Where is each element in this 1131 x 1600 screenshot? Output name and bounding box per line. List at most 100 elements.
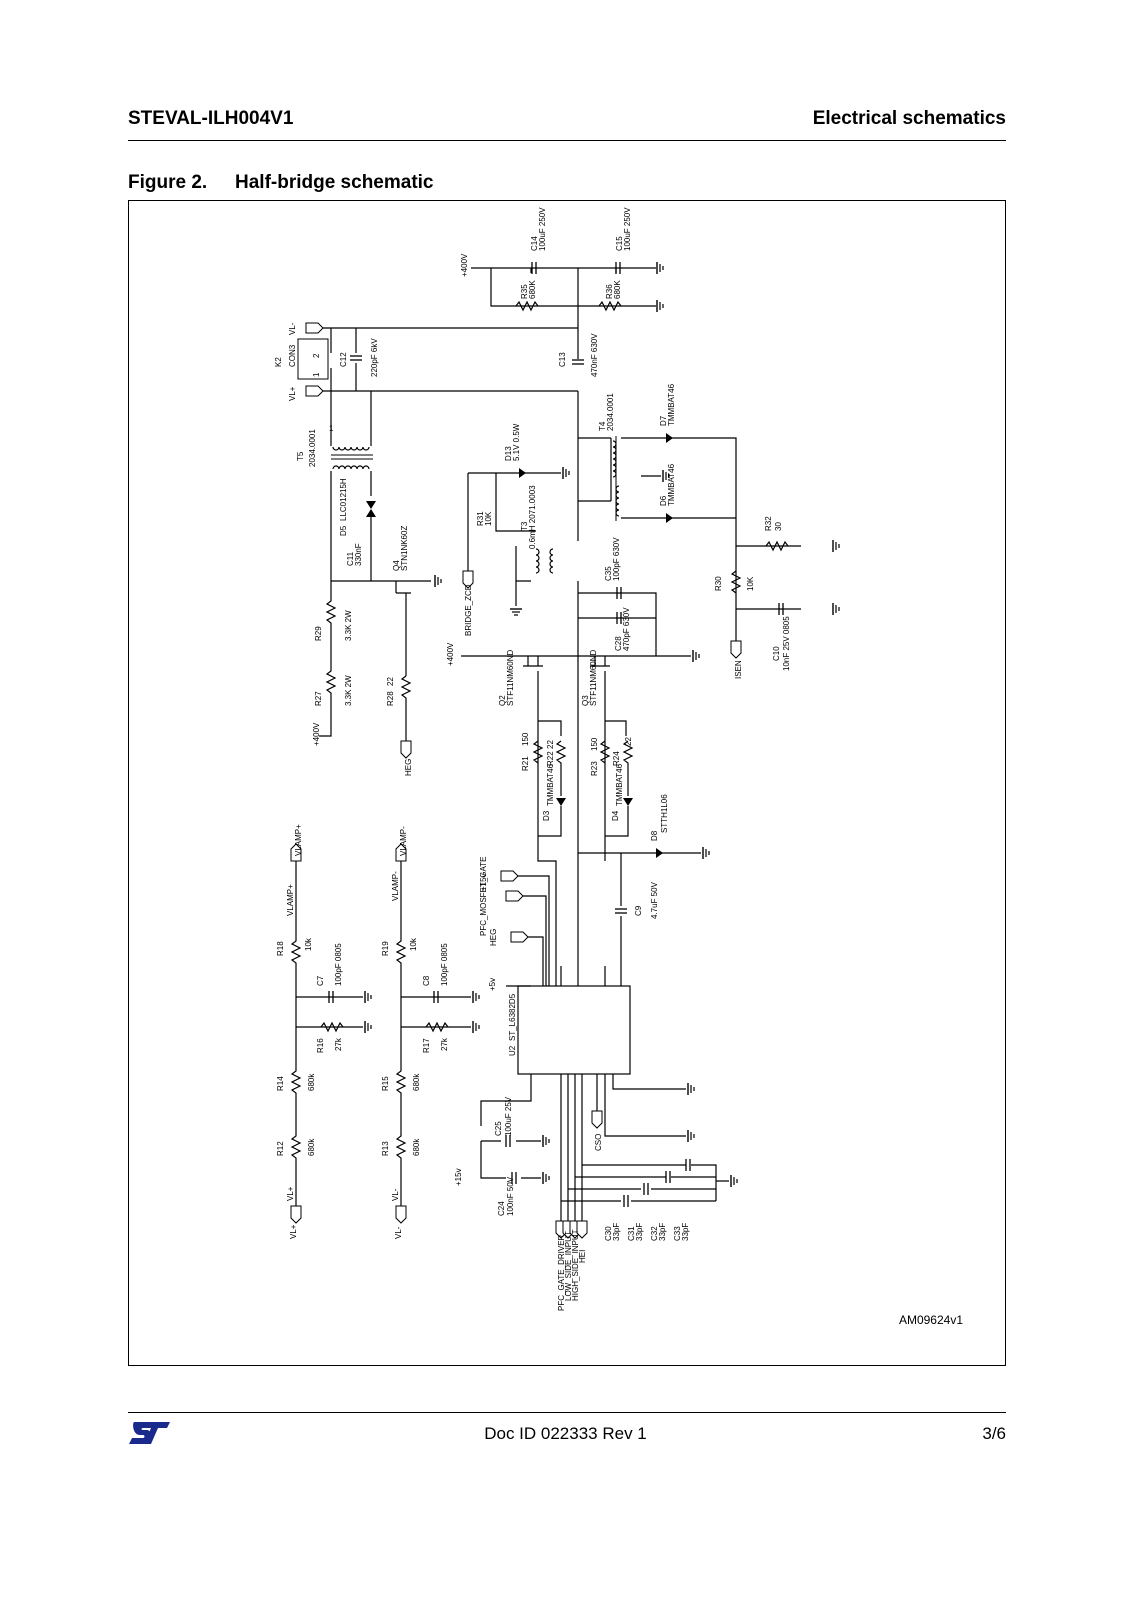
value-r18: 10k [304, 937, 313, 951]
label-r32: R32 [764, 516, 773, 531]
header-section-title: Electrical schematics [812, 108, 1006, 129]
label-vl-plus-conn: VL+ [289, 1224, 298, 1239]
label-400v-bridge: +400V [446, 642, 455, 666]
label-r22: R22 [546, 751, 555, 766]
value-t5: 2034.0001 [308, 429, 317, 467]
label-r21: R21 [521, 756, 530, 771]
label-r23: R23 [590, 761, 599, 776]
value-r35: 680K [528, 280, 537, 299]
value-c25: 100uF 25V [504, 1096, 513, 1136]
label-vlamp-minus-top: VLAMP- [399, 826, 408, 856]
label-c13: C13 [558, 352, 567, 367]
st-logo [128, 1420, 172, 1451]
label-r16: R16 [316, 1038, 325, 1053]
footer-page-number: 3/6 [982, 1424, 1006, 1443]
st-logo-icon [129, 1422, 170, 1444]
value-r15: 680k [412, 1073, 421, 1091]
zcd-circuit [462, 391, 579, 656]
label-vl-plus: VL+ [288, 386, 297, 401]
label-r24: R24 [612, 751, 621, 766]
half-bridge-mosfets [461, 649, 700, 966]
value-r13: 680k [412, 1138, 421, 1156]
value-r29: 3.3K 2W [344, 610, 353, 641]
label-d4: D4 [611, 810, 620, 821]
label-15v-bottom: +15v [454, 1168, 463, 1186]
gate-drive-network [532, 656, 710, 966]
transformer-t4 [578, 433, 840, 659]
label-5v: +5v [488, 978, 497, 991]
value-q2: STF11NM60ND [506, 649, 515, 706]
value-c35: 100pF 630V [612, 537, 621, 581]
controller-u2 [480, 870, 738, 1239]
value-c11: 330nF [354, 543, 363, 566]
label-r19: R19 [381, 941, 390, 956]
label-c31: C31 [627, 1226, 636, 1241]
label-pfc-mosfet-gate: PFC_MOSFET_GATE [479, 857, 488, 936]
label-d5: D5 [339, 525, 348, 536]
label-c32: C32 [650, 1226, 659, 1241]
value-r22: 22 [546, 740, 555, 749]
figure-number: Figure 2. [128, 172, 208, 193]
figure-code: AM09624v1 [898, 1313, 963, 1327]
label-r12: R12 [276, 1141, 285, 1156]
value-q4: STN1NK60Z [400, 526, 409, 571]
label-r27: R27 [314, 691, 323, 706]
label-k2-pin1: 1 [312, 372, 321, 377]
label-k2-pin2: 2 [312, 353, 321, 358]
value-d7: TMMBAT46 [667, 383, 676, 426]
value-c10: 10nF 25V 0805 [782, 616, 791, 671]
label-heg-u2: HEG [489, 929, 498, 946]
switch-q4 [395, 574, 442, 676]
label-k2: K2 [274, 357, 283, 367]
t5-pin1: 1 [329, 424, 334, 433]
label-c30: C30 [604, 1226, 613, 1241]
label-c7: C7 [316, 975, 325, 986]
label-r36: R36 [605, 284, 614, 299]
value-c15: 100uF 250V [623, 207, 632, 251]
label-r17: R17 [422, 1038, 431, 1053]
label-t4: T4 [598, 421, 607, 431]
label-400v-left: +400V [312, 722, 321, 746]
bus-capacitor-bank [471, 261, 664, 359]
label-q4: Q4 [392, 560, 401, 571]
value-c24: 100nF 50V [506, 1176, 515, 1216]
label-high-side-input: HIGH_SIDE_INPUT [571, 1229, 580, 1301]
label-heg-r28: HEG [404, 759, 413, 776]
value-d8: STTH1L06 [660, 794, 669, 833]
resistor-r28 [400, 675, 412, 759]
value-r36: 680K [613, 280, 622, 299]
label-c24: C24 [497, 1201, 506, 1216]
value-r28: 22 [386, 677, 395, 686]
label-r18: R18 [276, 941, 285, 956]
value-r23: 150 [590, 737, 599, 751]
value-r21: 150 [521, 732, 530, 746]
value-c7: 100pF 0805 [334, 943, 343, 986]
value-r14: 680k [307, 1073, 316, 1091]
figure-caption: Figure 2.Half-bridge schematic [128, 172, 434, 194]
value-r17: 27k [440, 1037, 449, 1051]
label-q2: Q2 [498, 695, 507, 706]
resistor-chain-r29-r27 [319, 581, 337, 737]
label-d3: D3 [542, 810, 551, 821]
value-d13: 5.1V 0.5W [512, 423, 521, 461]
value-c13: 470nF 630V [590, 333, 599, 377]
label-r13: R13 [381, 1141, 390, 1156]
value-q3: STF11NM60ND [589, 649, 598, 706]
label-c8: C8 [422, 975, 431, 986]
value-r30: 10K [746, 576, 755, 591]
value-r19: 10k [409, 937, 418, 951]
label-vl-minus: VL- [288, 322, 297, 335]
label-400v-top: +400V [460, 253, 469, 277]
label-d8: D8 [650, 830, 659, 841]
label-r30: R30 [714, 576, 723, 591]
label-r31: R31 [476, 511, 485, 526]
value-c28: 470pF 630V [622, 607, 631, 651]
value-c31: 33pF [635, 1223, 644, 1241]
value-c33: 33pF [681, 1223, 690, 1241]
value-c30: 33pF [612, 1223, 621, 1241]
label-c12: C12 [339, 352, 348, 367]
value-r32: 30 [774, 522, 783, 531]
label-u2: U2 [508, 1045, 517, 1056]
label-t3: T3 [520, 521, 529, 531]
snubber-capacitors [578, 586, 657, 656]
